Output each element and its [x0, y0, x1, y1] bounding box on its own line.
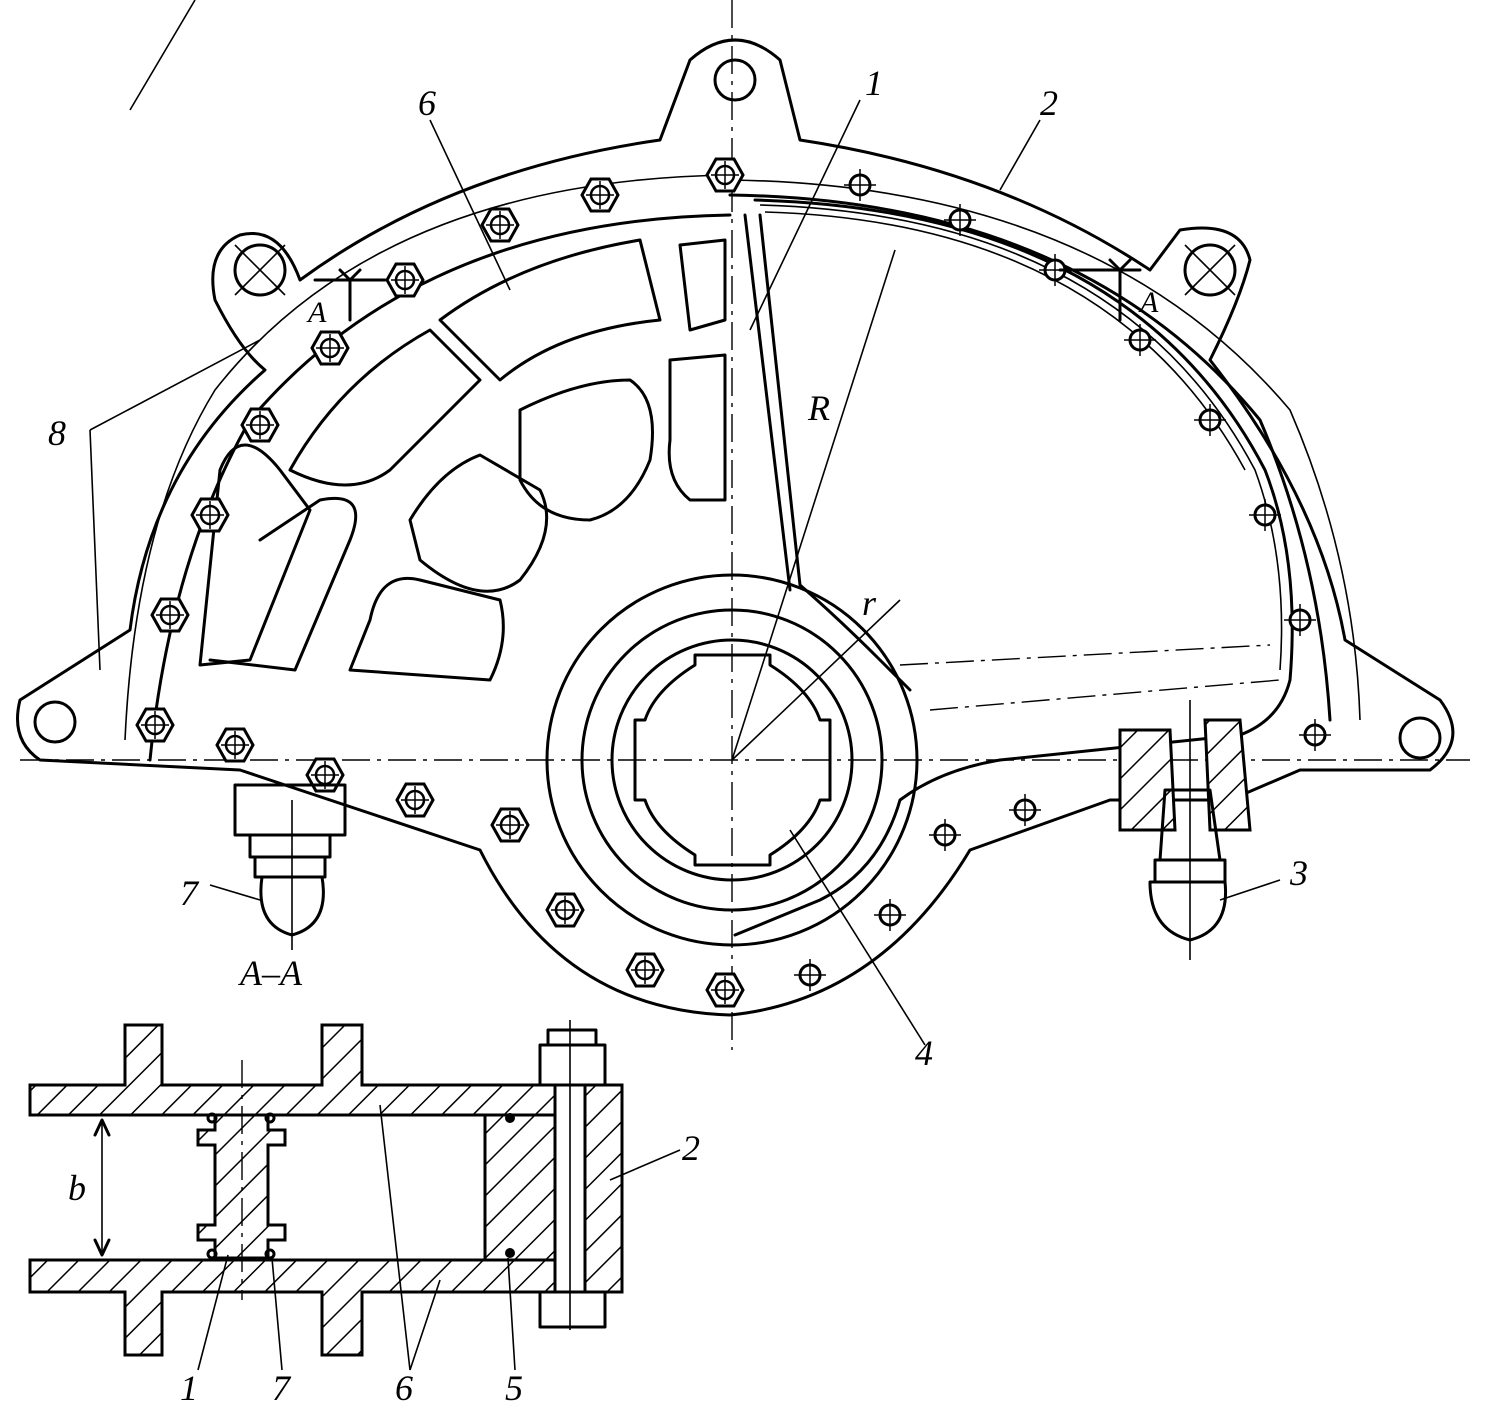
fitting-right — [1118, 700, 1252, 960]
vane — [733, 198, 1294, 937]
label-cover: 2 — [1040, 83, 1058, 123]
label-fitting-right: 3 — [1289, 853, 1308, 893]
section-mark-right — [1058, 258, 1142, 322]
housing-outline — [16, 38, 1455, 1017]
bottom-wall — [28, 1258, 557, 1357]
cover-plate — [583, 1083, 624, 1294]
label-section-title: A–A — [238, 953, 303, 993]
label-vane: 1 — [865, 63, 883, 103]
label-section-seal: 7 — [272, 1368, 292, 1408]
section-mark-left — [313, 268, 387, 322]
label-flange: 8 — [48, 413, 66, 453]
label-section-ring: 5 — [505, 1368, 523, 1408]
section-view: b 1 7 6 5 2 — [28, 1020, 700, 1408]
main-view: 1 2 6 8 R r A A 7 3 4 A–A — [16, 0, 1470, 1073]
label-section-left: A — [306, 296, 327, 329]
flange-bolts — [792, 167, 1333, 993]
lifting-eye — [713, 58, 757, 102]
label-section-cover: 2 — [682, 1128, 700, 1168]
fitting-left — [233, 783, 347, 950]
label-width: b — [68, 1168, 86, 1208]
spline-shaft — [633, 653, 832, 867]
hub — [545, 249, 919, 947]
label-section-housing: 6 — [395, 1368, 413, 1408]
label-fitting-left: 7 — [180, 873, 200, 913]
section-bolt — [538, 1020, 607, 1330]
flange-outer-arc — [124, 174, 1361, 741]
label-radius-outer: R — [807, 388, 830, 428]
ear-hole-right — [1183, 243, 1237, 297]
label-section-right: A — [1138, 286, 1159, 319]
foot-hole-right — [1398, 716, 1442, 760]
ear-hole-left — [233, 243, 287, 297]
ribbed-housing — [198, 238, 727, 682]
foot-hole-left — [33, 700, 77, 744]
label-hub: 4 — [915, 1033, 933, 1073]
label-housing: 6 — [418, 83, 436, 123]
ring-block — [483, 1113, 557, 1262]
top-wall — [28, 1023, 557, 1117]
leader-lines — [89, 0, 1281, 1046]
label-section-vane: 1 — [180, 1368, 198, 1408]
label-radius-inner: r — [862, 583, 877, 623]
